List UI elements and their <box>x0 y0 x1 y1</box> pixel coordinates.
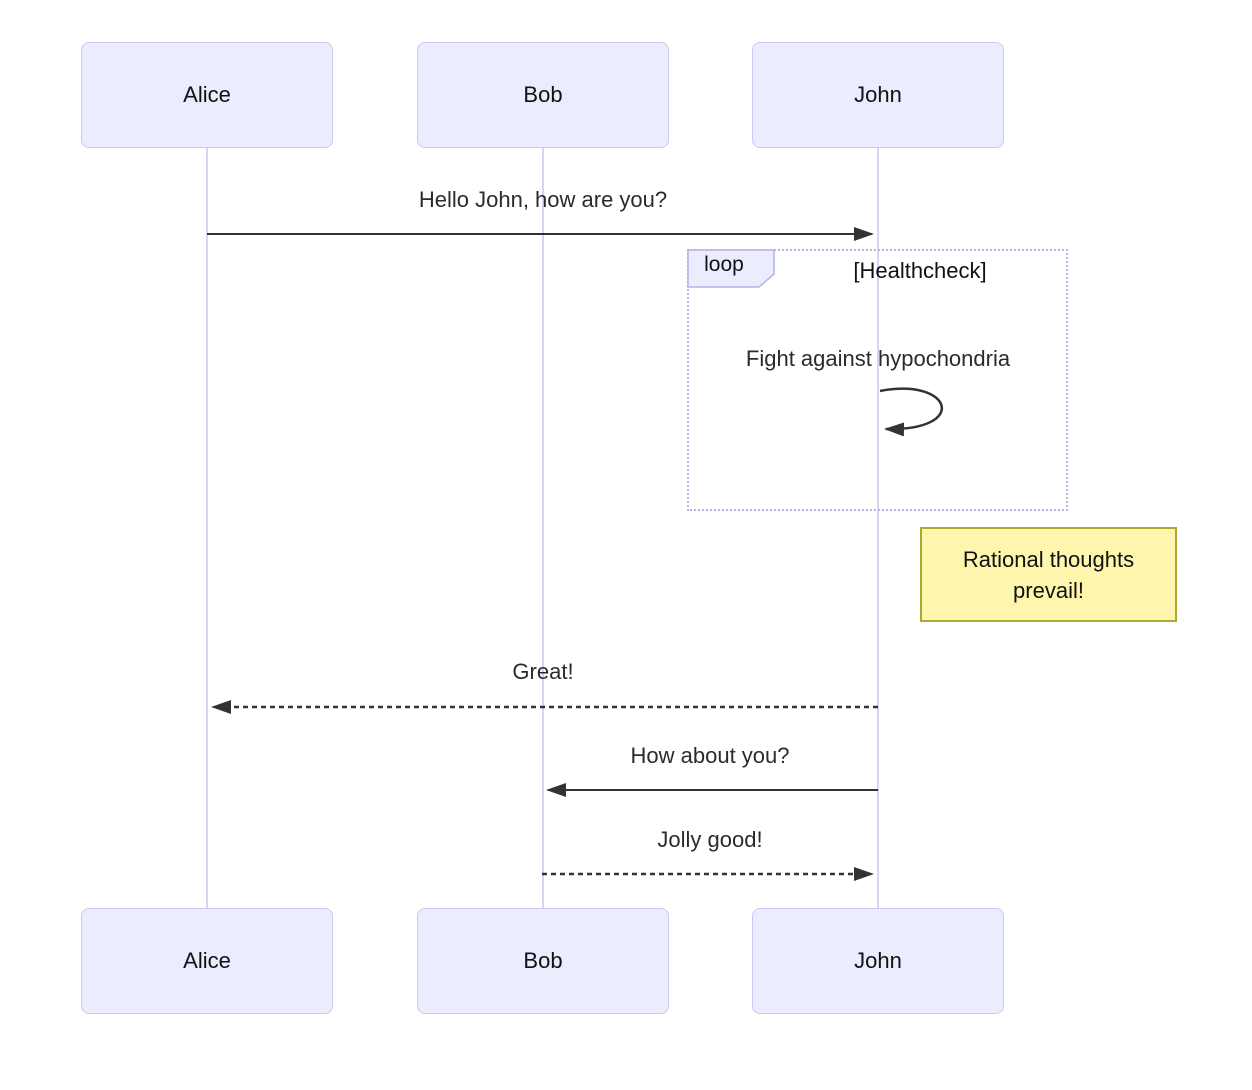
actor-label: Alice <box>183 82 231 107</box>
actor-label: Alice <box>183 948 231 973</box>
loop-frame <box>687 249 1068 511</box>
lifeline-alice <box>206 148 208 908</box>
actor-label: John <box>854 82 902 107</box>
lifeline-bob <box>542 148 544 908</box>
loop-tag-shape <box>687 249 775 288</box>
message-label-great: Great! <box>512 659 574 684</box>
message-label-hello-john: Hello John, how are you? <box>418 187 668 212</box>
lifeline-john <box>877 148 879 908</box>
actor-label: Bob <box>523 82 563 107</box>
loop-condition: [Healthcheck] <box>853 258 987 283</box>
actor-label: John <box>854 948 902 973</box>
actor-bottom-alice: Alice <box>81 908 333 1014</box>
actor-bottom-john: John <box>752 908 1004 1014</box>
message-label-how-about-you: How about you? <box>630 743 790 768</box>
actor-top-bob: Bob <box>417 42 669 148</box>
actor-top-alice: Alice <box>81 42 333 148</box>
actor-bottom-bob: Bob <box>417 908 669 1014</box>
loop-label-tag: loop <box>687 249 775 288</box>
actor-label: Bob <box>523 948 563 973</box>
actor-top-john: John <box>752 42 1004 148</box>
loop-label: loop <box>704 253 744 276</box>
note-rational-thoughts: Rational thoughts prevail! <box>920 527 1177 622</box>
message-label-jolly-good: Jolly good! <box>657 827 763 852</box>
message-label-fight-hypochondria: Fight against hypochondria <box>745 346 1011 371</box>
